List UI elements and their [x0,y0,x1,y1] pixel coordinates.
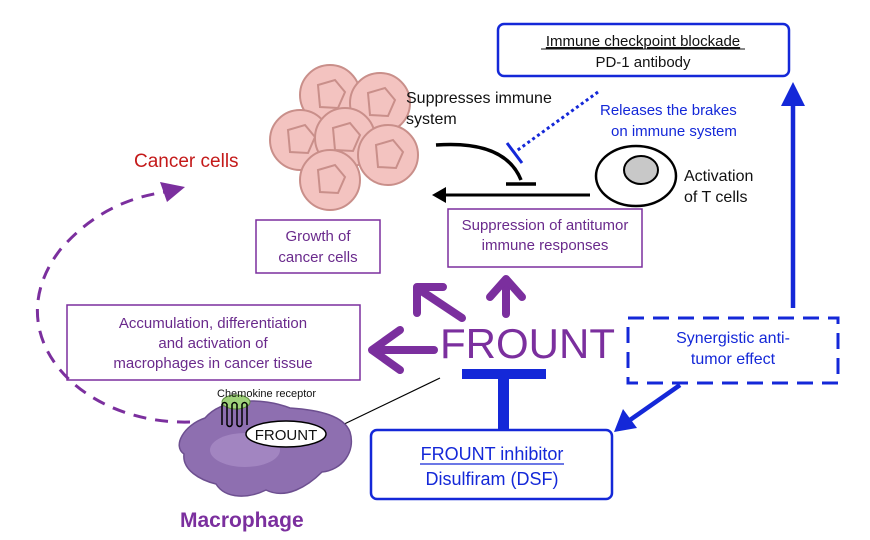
checkpoint-subtitle: PD-1 antibody [595,54,691,71]
macrophage-to-cancer-dashed-arrow [36,190,191,424]
suppression-label-line2: immune responses [482,237,609,254]
suppresses-immune-label-line2: system [406,111,457,128]
growth-box [255,219,381,274]
macrophage-label: Macrophage [180,509,304,532]
growth-label-line1: Growth of [285,228,351,245]
checkpoint-blocking-tbar [505,142,524,164]
frount-protein-label: FROUNT [255,427,318,444]
suppression-label-line1: Suppression of antitumor [462,217,629,234]
frount-protein-ellipse [245,420,327,448]
chemokine-receptor-icon [221,394,251,410]
macrophage-to-cancer-arrowhead [160,182,185,202]
accumulation-label-line3: macrophages in cancer tissue [113,355,312,372]
suppression-inhibition-curve [435,142,523,181]
chemokine-receptor-label: Chemokine receptor [217,388,316,400]
synergy-label-line2: tumor effect [691,351,776,368]
receptor-transmembrane-icon [221,401,248,428]
checkpoint-title: Immune checkpoint blockade [546,33,740,50]
cancer-cell [299,149,361,211]
releases-brakes-label-line2: on immune system [611,123,737,140]
t-cell-illustration [594,144,678,208]
cancer-cell [357,124,419,186]
cancer-cells-illustration [269,64,419,211]
checkpoint-blocking-dotted-line [514,90,599,154]
growth-label-line2: cancer cells [278,249,357,266]
suppresses-immune-label-line1: Suppresses immune [406,90,552,107]
suppression-box [447,208,643,268]
frount-to-growth-arrow [413,283,466,322]
frount-to-suppression-arrow [486,275,526,318]
inhibitor-title: FROUNT inhibitor [421,444,564,464]
cancer-cells-label: Cancer cells [134,151,239,172]
accumulation-box [66,304,361,381]
macrophage-illustration [178,400,353,497]
accumulation-label-line2: and activation of [158,335,268,352]
accumulation-label-line1: Accumulation, differentiation [119,315,307,332]
checkpoint-blockade-box [496,22,791,78]
t-cell-attack-arrowhead [432,187,446,203]
synergy-box [626,316,840,385]
activation-label-line2: of T cells [684,189,747,206]
synergy-to-inhibitor-arrow [628,383,682,422]
inhibitor-tbar-top [462,369,546,379]
synergy-to-checkpoint-arrowhead [781,82,805,106]
frount-to-accumulation-arrow [368,326,438,374]
inhibitor-subtitle: Disulfiram (DSF) [426,469,559,489]
inhibitor-tbar-stem [498,377,509,429]
frount-connector-line [335,377,441,429]
activation-label-line1: Activation [684,168,753,185]
synergy-to-inhibitor-arrowhead [614,409,637,432]
releases-brakes-label-line1: Releases the brakes [600,102,737,119]
synergy-label-line1: Synergistic anti- [676,330,790,347]
frount-main-label: FROUNT [440,320,615,367]
